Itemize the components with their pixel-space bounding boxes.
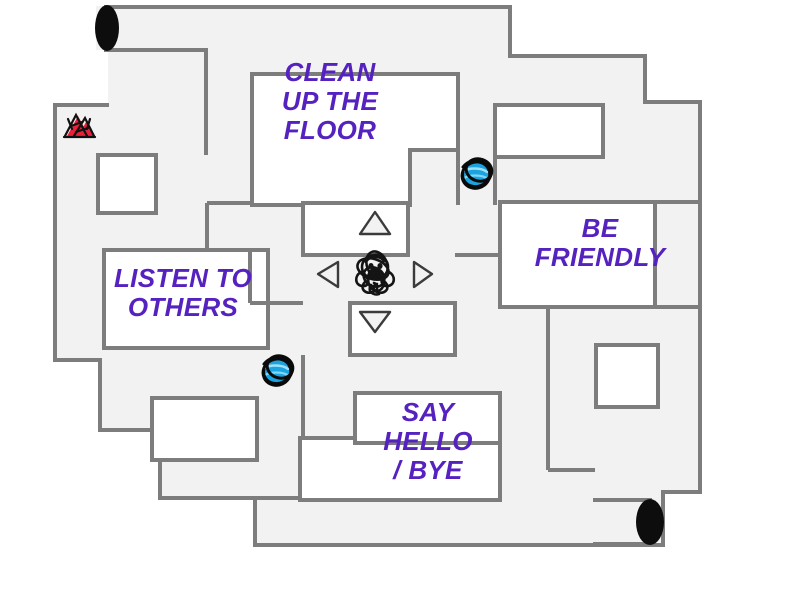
pipe-cap-top-left bbox=[95, 5, 119, 51]
maze-outer-walls bbox=[53, 5, 702, 547]
octopus-scribble-sprite[interactable] bbox=[354, 248, 396, 296]
room-small-upper-left bbox=[96, 153, 158, 215]
room-say-hello-bye-upper bbox=[353, 391, 502, 445]
direction-pad[interactable] bbox=[316, 210, 434, 334]
triangle-right-icon[interactable] bbox=[412, 260, 434, 289]
triangle-left-icon[interactable] bbox=[316, 260, 340, 289]
blue-ball-sprite[interactable] bbox=[457, 154, 496, 193]
room-small-upper-right bbox=[493, 103, 605, 159]
room-be-friendly bbox=[498, 200, 657, 309]
pipe-caps bbox=[95, 5, 664, 545]
maze-wall-segments bbox=[204, 74, 700, 500]
room-small-lower-left bbox=[150, 396, 259, 462]
room-say-hello-bye bbox=[298, 436, 502, 502]
red-scribble-sprite[interactable] bbox=[62, 112, 97, 139]
triangle-down-icon[interactable] bbox=[358, 310, 392, 334]
triangle-up-icon[interactable] bbox=[358, 210, 392, 236]
pipe-cap-bottom-right bbox=[636, 499, 664, 545]
room-control-up bbox=[301, 201, 410, 257]
room-small-middle-right bbox=[594, 343, 660, 409]
blue-ball-sprite[interactable] bbox=[258, 351, 297, 390]
room-listen-to-others bbox=[102, 248, 270, 350]
maze-inner-walls bbox=[96, 72, 660, 502]
